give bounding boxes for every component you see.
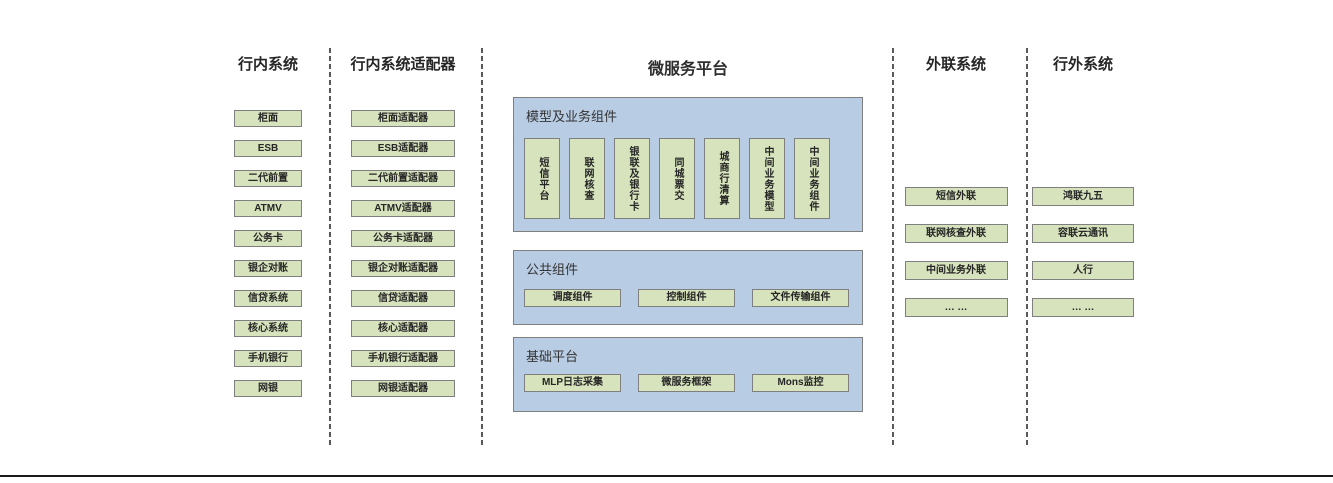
column-external-link-title: 外联系统 <box>925 56 986 73</box>
system-box: 柜面 <box>234 110 302 127</box>
adapter-box: ESB适配器 <box>351 140 455 157</box>
system-box: 银企对账 <box>234 260 302 277</box>
column-separator <box>481 48 483 445</box>
outbank-box: 人行 <box>1032 261 1134 280</box>
component-label: 同城票交 <box>672 156 683 201</box>
component-box: MLP日志采集 <box>524 374 621 392</box>
system-box: 核心系统 <box>234 320 302 337</box>
component-box: 中间业务模型 <box>749 138 785 219</box>
bottom-divider <box>0 475 1333 477</box>
adapter-box: 二代前置适配器 <box>351 170 455 187</box>
system-box: 公务卡 <box>234 230 302 247</box>
component-box: 银联及银行卡 <box>614 138 650 219</box>
adapter-box: 银企对账适配器 <box>351 260 455 277</box>
column-inbank-boxes: 柜面 ESB 二代前置 ATMV 公务卡 银企对账 信贷系统 核心系统 手机银行… <box>203 110 333 397</box>
column-inbank-title: 行内系统 <box>237 56 298 73</box>
column-outbank-boxes: 鸿联九五 容联云通讯 人行 … … <box>1029 187 1137 317</box>
outbank-box-ellipsis: … … <box>1032 298 1134 317</box>
component-box: 控制组件 <box>638 289 735 307</box>
column-outbank-title: 行外系统 <box>1052 56 1113 73</box>
model-business-components-label: 模型及业务组件 <box>526 109 618 124</box>
adapter-box: 手机银行适配器 <box>351 350 455 367</box>
adapter-box: 网银适配器 <box>351 380 455 397</box>
column-inbank-adapters: 行内系统适配器 柜面适配器 ESB适配器 二代前置适配器 ATMV适配器 公务卡… <box>339 55 467 397</box>
base-platform-panel: 基础平台 MLP日志采集 微服务框架 Mons监控 <box>513 337 863 412</box>
component-box: 微服务框架 <box>638 374 735 392</box>
column-inbank-adapters-title: 行内系统适配器 <box>350 56 456 73</box>
component-label: 中间业务组件 <box>807 145 818 212</box>
common-components-panel: 公共组件 调度组件 控制组件 文件传输组件 <box>513 250 863 325</box>
adapter-box: 公务卡适配器 <box>351 230 455 247</box>
system-box: 网银 <box>234 380 302 397</box>
system-box: 手机银行 <box>234 350 302 367</box>
adapter-box: 核心适配器 <box>351 320 455 337</box>
adapter-box: 柜面适配器 <box>351 110 455 127</box>
component-label: 城商行清算 <box>717 151 728 206</box>
external-box-ellipsis: … … <box>904 298 1008 317</box>
column-separator <box>329 48 331 445</box>
common-components-label: 公共组件 <box>526 262 579 277</box>
external-box: 中间业务外联 <box>904 261 1008 280</box>
component-box: 联网核查 <box>569 138 605 219</box>
component-label: 中间业务模型 <box>762 145 773 212</box>
column-separator <box>1026 48 1028 445</box>
platform-title: 微服务平台 <box>647 61 728 78</box>
component-box: 中间业务组件 <box>794 138 830 219</box>
external-box: 联网核查外联 <box>904 224 1008 243</box>
component-box: 调度组件 <box>524 289 621 307</box>
column-separator <box>892 48 894 445</box>
component-label: 短信平台 <box>537 156 548 201</box>
component-box: 文件传输组件 <box>752 289 849 307</box>
system-box: ESB <box>234 140 302 157</box>
adapter-box: 信贷适配器 <box>351 290 455 307</box>
component-box: 短信平台 <box>524 138 560 219</box>
component-box: 城商行清算 <box>704 138 740 219</box>
column-outbank: 行外系统 鸿联九五 容联云通讯 人行 … … <box>1029 55 1137 317</box>
column-inbank: 行内系统 柜面 ESB 二代前置 ATMV 公务卡 银企对账 信贷系统 核心系统… <box>203 55 333 397</box>
external-box: 短信外联 <box>904 187 1008 206</box>
system-box: 信贷系统 <box>234 290 302 307</box>
outbank-box: 鸿联九五 <box>1032 187 1134 206</box>
outbank-box: 容联云通讯 <box>1032 224 1134 243</box>
column-external-link-boxes: 短信外联 联网核查外联 中间业务外联 … … <box>900 187 1012 317</box>
adapter-box: ATMV适配器 <box>351 200 455 217</box>
column-external-link: 外联系统 短信外联 联网核查外联 中间业务外联 … … <box>900 55 1012 317</box>
model-business-components-panel: 模型及业务组件 短信平台 联网核查 银联及银行卡 同城票交 城商行清算 中间业务… <box>513 97 863 232</box>
component-label: 联网核查 <box>582 156 593 201</box>
component-label: 银联及银行卡 <box>627 145 638 212</box>
component-box: Mons监控 <box>752 374 849 392</box>
column-inbank-adapters-boxes: 柜面适配器 ESB适配器 二代前置适配器 ATMV适配器 公务卡适配器 银企对账… <box>339 110 467 397</box>
system-box: ATMV <box>234 200 302 217</box>
component-box: 同城票交 <box>659 138 695 219</box>
base-platform-label: 基础平台 <box>526 349 579 364</box>
system-box: 二代前置 <box>234 170 302 187</box>
